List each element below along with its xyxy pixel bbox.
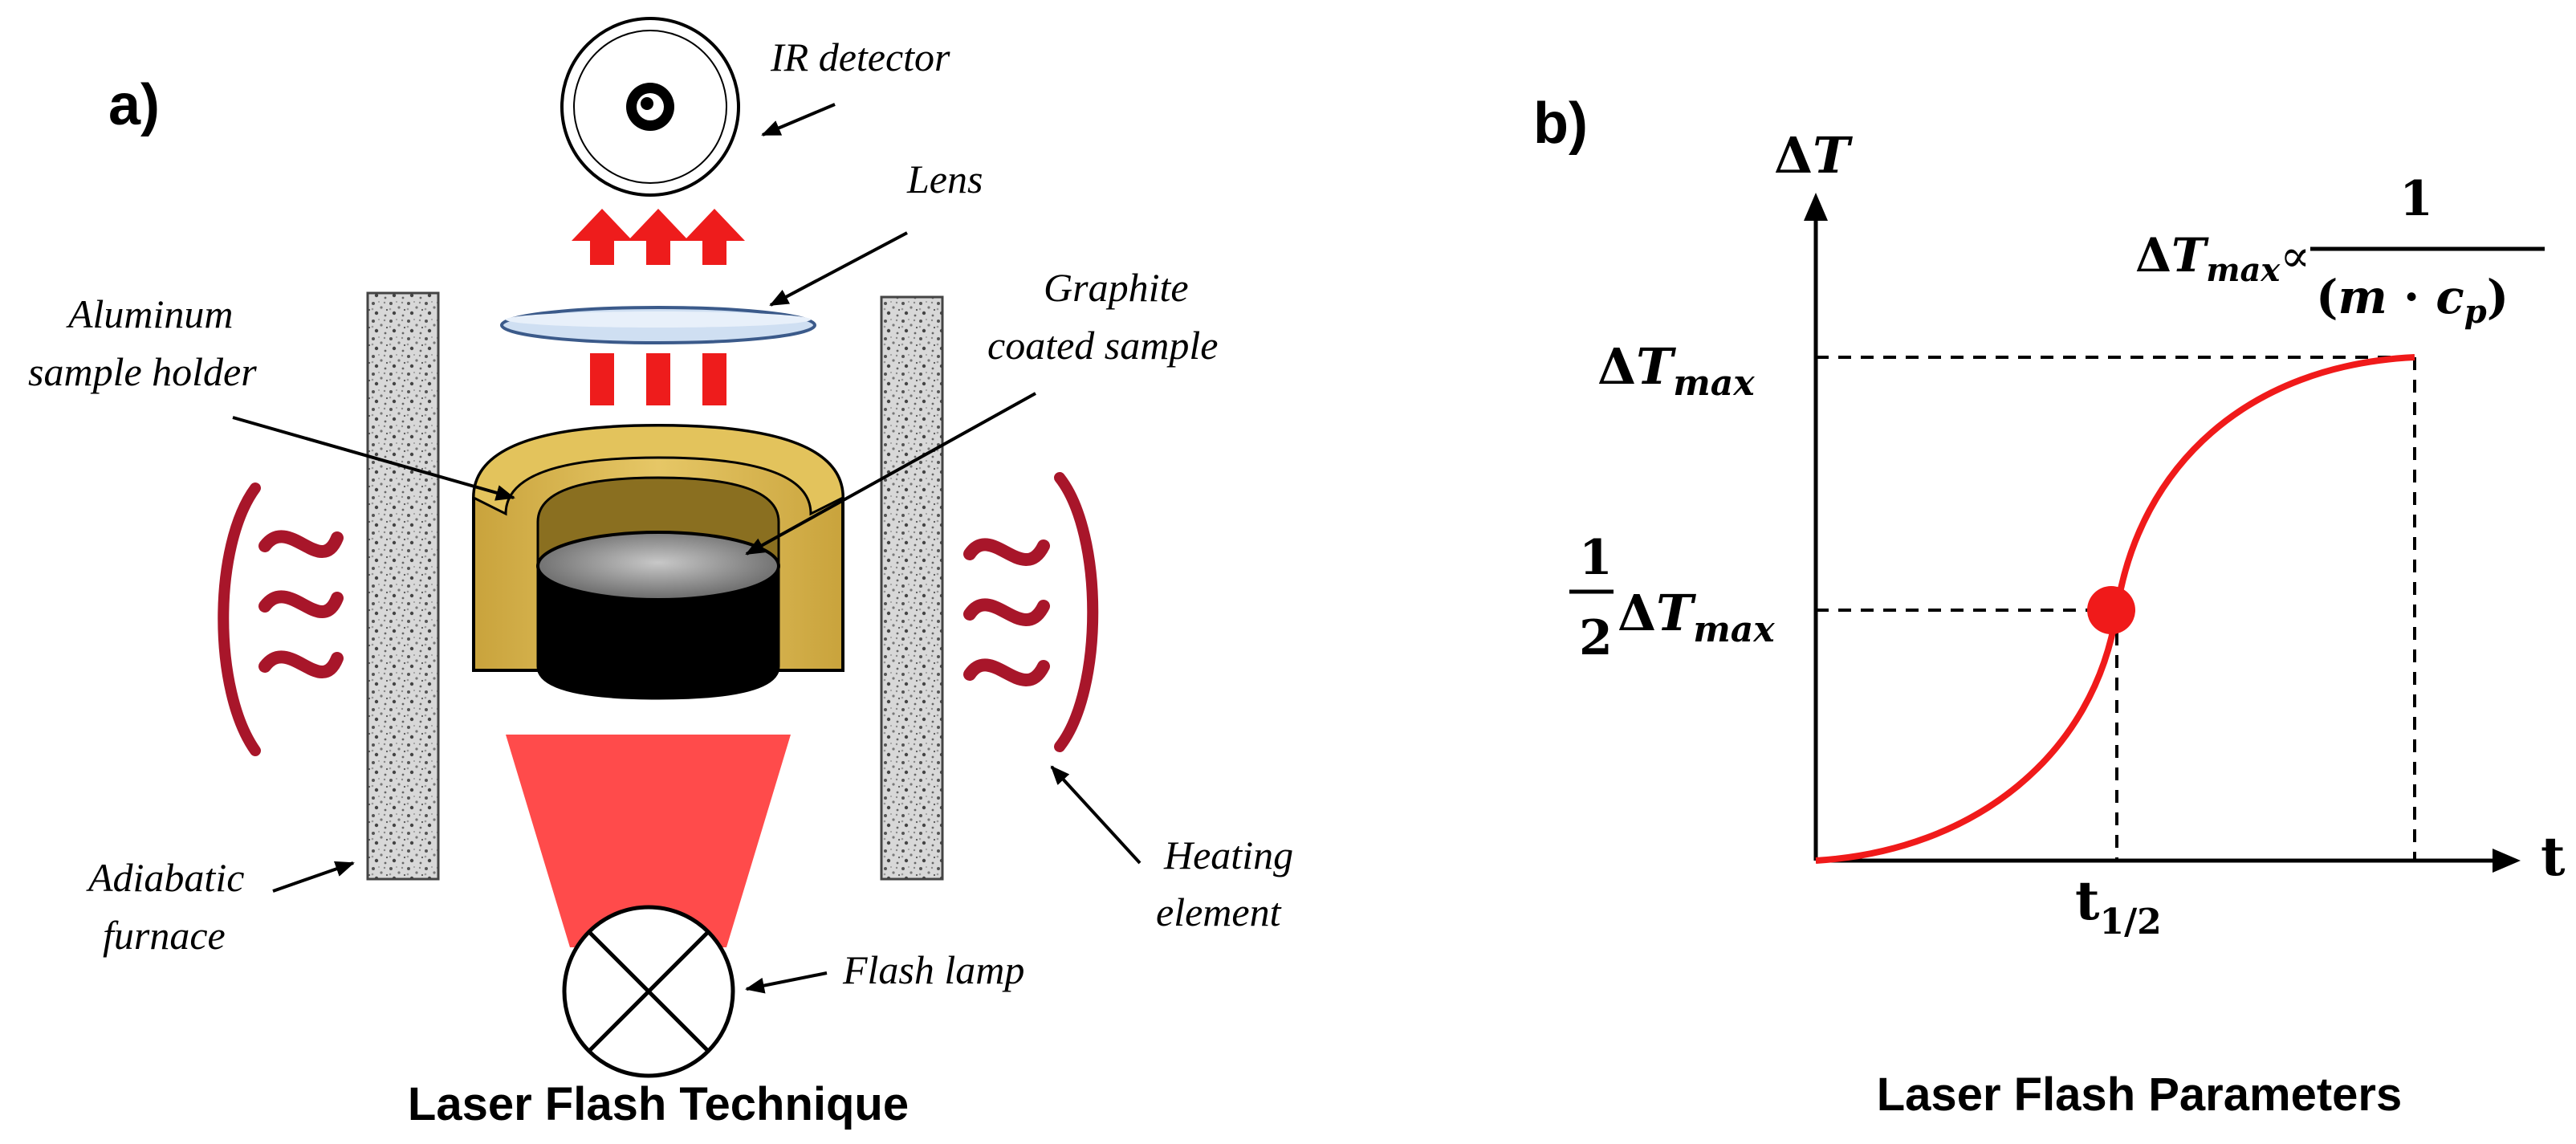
ir-detector-label: IR detector bbox=[770, 35, 950, 79]
adiabatic-label-2: furnace bbox=[103, 913, 226, 958]
panel-a-letter: a) bbox=[108, 73, 160, 137]
x-axis-label: t bbox=[2541, 825, 2566, 888]
y-axis-arrowhead bbox=[1804, 193, 1828, 221]
panel-b: b) ΔT t ΔTmax 1 2 ΔTmax t1/2 ΔTmax∝ 1 bbox=[1533, 92, 2566, 1121]
furnace-wall-right bbox=[880, 295, 944, 881]
panel-a-caption: Laser Flash Technique bbox=[408, 1078, 909, 1130]
y-tick-half-numerator: 1 bbox=[1579, 530, 1613, 586]
ir-detector-pointer bbox=[761, 103, 836, 136]
heating-element-right-icon bbox=[963, 472, 1099, 752]
lens-icon bbox=[500, 306, 816, 344]
y-tick-half-denominator: 2 bbox=[1579, 610, 1613, 666]
panel-a: a) IR detector Lens bbox=[28, 17, 1293, 1130]
flash-lamp-label: Flash lamp bbox=[842, 947, 1024, 992]
lens-pointer bbox=[769, 231, 908, 307]
adiabatic-pointer bbox=[272, 861, 355, 893]
heating-label-1: Heating bbox=[1163, 833, 1293, 877]
laser-beam bbox=[506, 735, 791, 947]
formula-numerator: 1 bbox=[2399, 171, 2433, 227]
aluminum-label-2: sample holder bbox=[28, 349, 257, 394]
graphite-pointer bbox=[745, 392, 1036, 556]
panel-b-letter: b) bbox=[1533, 92, 1588, 156]
flash-lamp-icon bbox=[562, 905, 735, 1078]
emission-arrows bbox=[572, 209, 745, 405]
aluminum-pointer bbox=[232, 416, 515, 501]
panel-b-caption: Laser Flash Parameters bbox=[1877, 1069, 2402, 1121]
x-axis-arrowhead bbox=[2493, 849, 2521, 873]
formula-lhs: ΔTmax∝ bbox=[2135, 228, 2310, 289]
heating-label-2: element bbox=[1156, 890, 1282, 934]
heating-pointer bbox=[1050, 765, 1141, 865]
heating-element-left-icon bbox=[218, 482, 344, 756]
delta-t-max-formula: ΔTmax∝ 1 (m · cp) bbox=[2135, 171, 2545, 331]
formula-denominator: (m · cp) bbox=[2316, 270, 2509, 331]
y-tick-max: ΔTmax bbox=[1597, 337, 1755, 404]
y-tick-half-symbol: ΔTmax bbox=[1618, 584, 1775, 650]
graphite-label-2: coated sample bbox=[987, 323, 1218, 368]
half-max-point bbox=[2087, 586, 2135, 634]
y-tick-half: 1 2 ΔTmax bbox=[1569, 530, 1775, 666]
x-tick-half: t1/2 bbox=[2075, 869, 2162, 942]
lens-label: Lens bbox=[906, 157, 983, 202]
graphite-label-1: Graphite bbox=[1044, 265, 1189, 310]
graphite-sample-icon bbox=[536, 531, 780, 700]
flash-lamp-pointer bbox=[745, 971, 828, 994]
furnace-wall-left bbox=[366, 291, 440, 881]
y-axis-label: ΔT bbox=[1774, 126, 1853, 185]
aluminum-label-1: Aluminum bbox=[66, 291, 234, 336]
adiabatic-label-1: Adiabatic bbox=[86, 855, 244, 900]
ir-detector-icon bbox=[560, 17, 740, 197]
